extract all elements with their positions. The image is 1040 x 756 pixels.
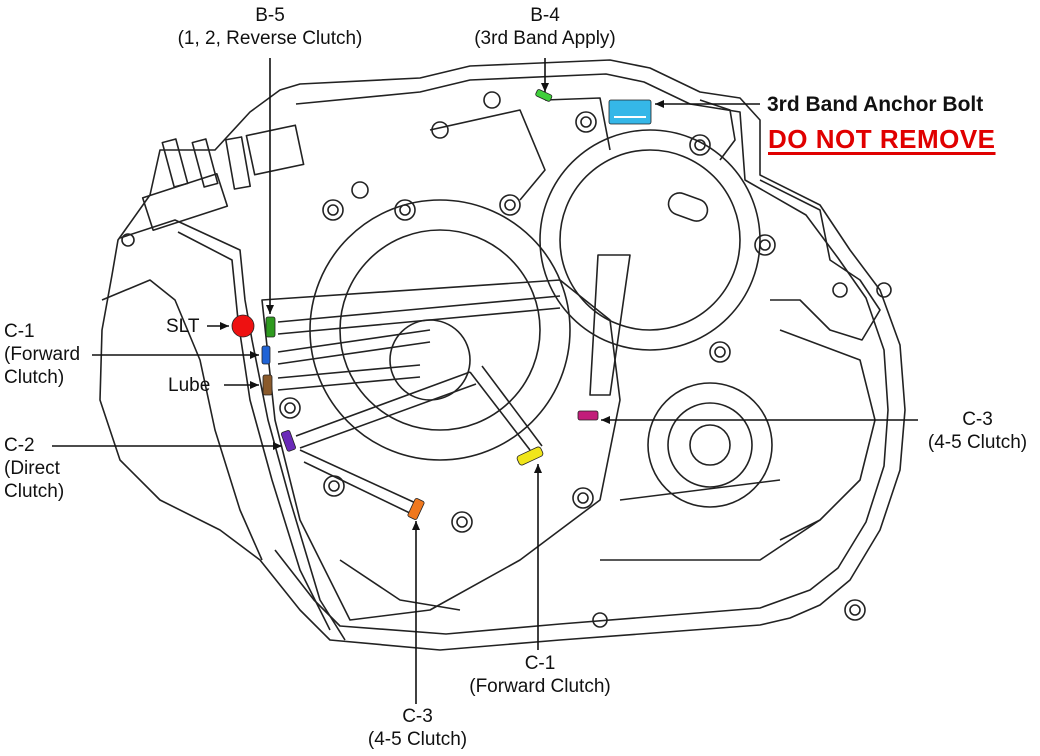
drum-circle — [539, 129, 761, 351]
differential-hub — [689, 424, 731, 466]
connector-3 — [224, 136, 252, 190]
port-markers — [231, 89, 652, 520]
c2-line-3: Clutch) — [4, 481, 65, 502]
anchor-bolt-marker — [608, 99, 652, 125]
lube-port-marker — [262, 374, 273, 396]
ear-hole — [121, 233, 135, 247]
lube-label: Lube — [168, 375, 211, 396]
c2-line-2: (Direct — [4, 458, 60, 479]
c3-bottom-line-2: (4-5 Clutch) — [367, 729, 468, 750]
c3-bottom-port-marker — [407, 498, 425, 520]
tube-c3-lower-b — [303, 461, 417, 517]
transmission-case-drawing — [99, 59, 906, 651]
case-rib-3 — [600, 519, 821, 561]
tube-c2-b — [299, 383, 477, 449]
b5-label-title: B-5 — [255, 5, 285, 26]
tube-c1-bottom — [469, 371, 531, 451]
differential-inner — [667, 402, 753, 488]
case-inner-outline — [274, 73, 889, 635]
c3-bottom-line-1: C-3 — [402, 706, 433, 727]
c3-right-label: C-3 (4-5 Clutch) — [915, 408, 1040, 454]
center-hub — [389, 319, 471, 401]
drum-slot — [667, 192, 709, 222]
b5-label: B-5 (1, 2, Reverse Clutch) — [150, 4, 390, 50]
c1-left-label: C-1 (Forward Clutch) — [4, 320, 80, 389]
bell-housing-circle — [309, 199, 571, 461]
left-flange — [119, 219, 346, 641]
b4-label-title: B-4 — [530, 5, 560, 26]
connector-1 — [161, 138, 189, 188]
bolts — [279, 91, 892, 628]
case-rib-5 — [339, 559, 461, 611]
callout-leaders — [52, 58, 918, 704]
c2-port-marker — [280, 430, 296, 452]
b4-port-marker — [535, 89, 553, 102]
left-flange-inner — [177, 231, 331, 631]
c1-bottom-line-2: (Forward Clutch) — [469, 676, 611, 697]
b5-port-marker — [265, 316, 276, 338]
c3-right-line-2: (4-5 Clutch) — [927, 432, 1028, 453]
c1-left-line-2: (Forward — [4, 344, 81, 365]
c1-left-line-1: C-1 — [4, 321, 35, 342]
tube-c2 — [295, 371, 471, 437]
connector-block-2 — [245, 124, 305, 176]
connector-2 — [191, 138, 219, 188]
c2-line-1: C-2 — [4, 435, 35, 456]
right-panel — [779, 329, 876, 541]
tube-c1 — [277, 329, 431, 353]
slt-label: SLT — [166, 316, 200, 337]
c1-port-marker — [261, 345, 271, 365]
b5-label-subtitle: (1, 2, Reverse Clutch) — [177, 28, 363, 49]
bell-housing-inner — [339, 229, 541, 431]
drum-inner — [559, 149, 741, 331]
c1-left-line-3: Clutch) — [4, 367, 65, 388]
c1-bottom-label: C-1 (Forward Clutch) — [450, 652, 630, 698]
differential-circle — [647, 382, 773, 508]
case-rib-4 — [619, 479, 781, 501]
b4-label-subtitle: (3rd Band Apply) — [474, 28, 616, 49]
tube-slt — [277, 295, 561, 323]
tube-c1-b — [277, 341, 431, 365]
tube-slt-b — [277, 307, 561, 335]
c3-right-port-marker — [577, 410, 599, 421]
case-rib-2 — [544, 97, 611, 151]
anchor-warning-label: DO NOT REMOVE — [768, 124, 996, 154]
tube-c1-bottom-b — [481, 365, 543, 447]
case-outline — [99, 59, 906, 651]
connector-block — [141, 172, 229, 232]
left-panel — [101, 279, 263, 561]
c1-bottom-port-marker — [516, 446, 544, 466]
tube-lube — [277, 364, 421, 379]
c3-right-line-1: C-3 — [962, 409, 993, 430]
case-rib-6 — [699, 99, 736, 161]
b4-label: B-4 (3rd Band Apply) — [450, 4, 640, 50]
c1-bottom-line-1: C-1 — [524, 653, 556, 674]
case-rib-1 — [429, 109, 546, 201]
valve-body-plate — [261, 279, 621, 621]
anchor-bolt-label: 3rd Band Anchor Bolt — [767, 93, 984, 116]
slt-port-marker — [231, 314, 255, 338]
right-bracket — [759, 179, 881, 341]
tube-lube-b — [277, 376, 421, 391]
c3-bottom-label: C-3 (4-5 Clutch) — [350, 705, 485, 751]
tube-vertical — [589, 254, 631, 396]
c2-label: C-2 (Direct Clutch) — [4, 434, 64, 503]
tube-c3-lower — [299, 449, 421, 506]
